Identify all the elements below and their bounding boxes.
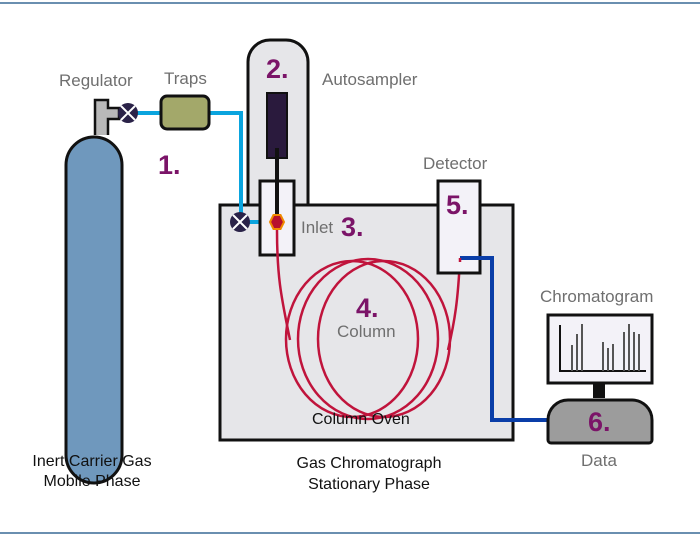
label-column: Column — [337, 322, 396, 341]
monitor — [546, 313, 654, 385]
step-1: 1. — [158, 150, 181, 180]
label-mobile-phase: Mobile Phase — [44, 473, 141, 490]
label-carrier-gas: Inert Carrier Gas — [32, 453, 151, 470]
data-system — [546, 398, 654, 445]
traps — [159, 94, 211, 131]
signal-line — [460, 256, 548, 422]
label-data: Data — [581, 451, 617, 470]
valve-icon — [230, 212, 250, 232]
label-autosampler: Autosampler — [322, 70, 418, 89]
step-5: 5. — [446, 190, 469, 220]
step-4: 4. — [356, 293, 379, 323]
regulator — [93, 98, 121, 135]
label-regulator: Regulator — [59, 71, 133, 90]
label-stationary-phase: Stationary Phase — [308, 476, 430, 493]
column-coil — [275, 229, 462, 421]
label-column-oven: Column Oven — [312, 411, 410, 428]
step-6: 6. — [588, 407, 611, 437]
monitor-stand — [593, 383, 605, 398]
label-inlet: Inlet — [301, 218, 333, 237]
label-chromatogram: Chromatogram — [540, 287, 653, 306]
label-detector: Detector — [423, 154, 488, 173]
chromatogram-peaks — [559, 324, 646, 372]
gas-cylinder — [64, 135, 124, 485]
label-gas-chromatograph: Gas Chromatograph — [297, 455, 442, 472]
label-traps: Traps — [164, 69, 207, 88]
step-3: 3. — [341, 212, 364, 242]
valve-icon — [118, 103, 138, 123]
step-2: 2. — [266, 54, 289, 84]
inlet-septum — [268, 214, 286, 230]
